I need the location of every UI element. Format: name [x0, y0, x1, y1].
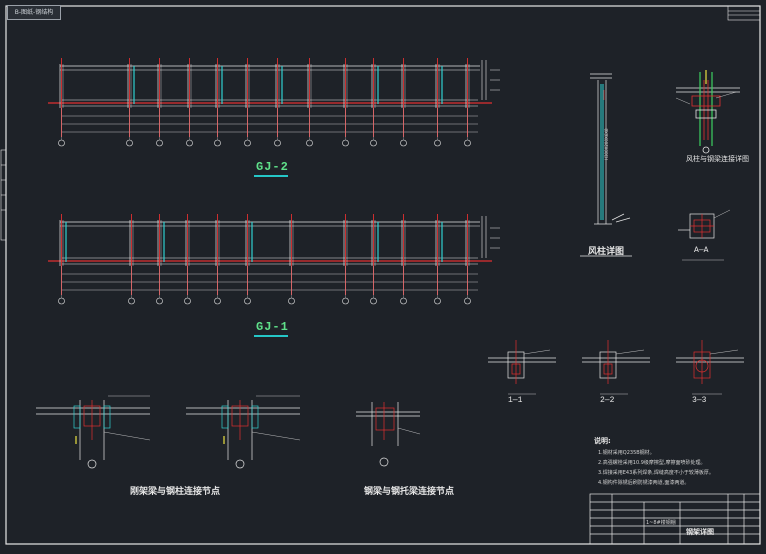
- notes-line: 1.钢材采用Q235B钢材。: [598, 450, 655, 456]
- gj1-title-underline: [254, 335, 288, 337]
- drawing-tab[interactable]: B-图纸-钢结构: [7, 5, 61, 20]
- drawing-border: [5, 5, 761, 545]
- notes-line: 2.高强螺栓采用10.9级摩擦型,摩擦面喷砂处理。: [598, 460, 706, 466]
- notes-line: 4.钢构件除锈后刷防锈漆两道,面漆两道。: [598, 480, 690, 486]
- revision-block: [727, 5, 761, 21]
- gj2-title-underline: [254, 175, 288, 177]
- section-3-3-detail: [676, 340, 744, 395]
- section-1-1-detail: [488, 340, 556, 395]
- title-block: [589, 493, 761, 545]
- svg-text:H300X200X6X8: H300X200X6X8: [604, 128, 609, 160]
- notes-heading: 说明:: [594, 437, 611, 445]
- column-top-connection: [675, 70, 740, 154]
- frame-gj2-elevation: [48, 58, 500, 147]
- frame-node-detail-1: [36, 395, 151, 469]
- section-aa-detail: [678, 209, 731, 261]
- frame-gj1-elevation: [48, 214, 500, 305]
- tie-beam-node-detail: [356, 402, 421, 467]
- wind-column-detail: H300X200X6X8: [580, 73, 632, 257]
- frame-node-detail-2: [186, 395, 301, 469]
- general-notes: 说明: 1.钢材采用Q235B钢材。 2.高强螺栓采用10.9级摩擦型,摩擦面喷…: [594, 436, 756, 488]
- section-2-2-detail: [582, 340, 650, 395]
- notes-line: 3.焊接采用E43系列焊条,焊缝高度不小于较薄板厚。: [598, 470, 714, 476]
- left-binding-strip: [0, 149, 7, 241]
